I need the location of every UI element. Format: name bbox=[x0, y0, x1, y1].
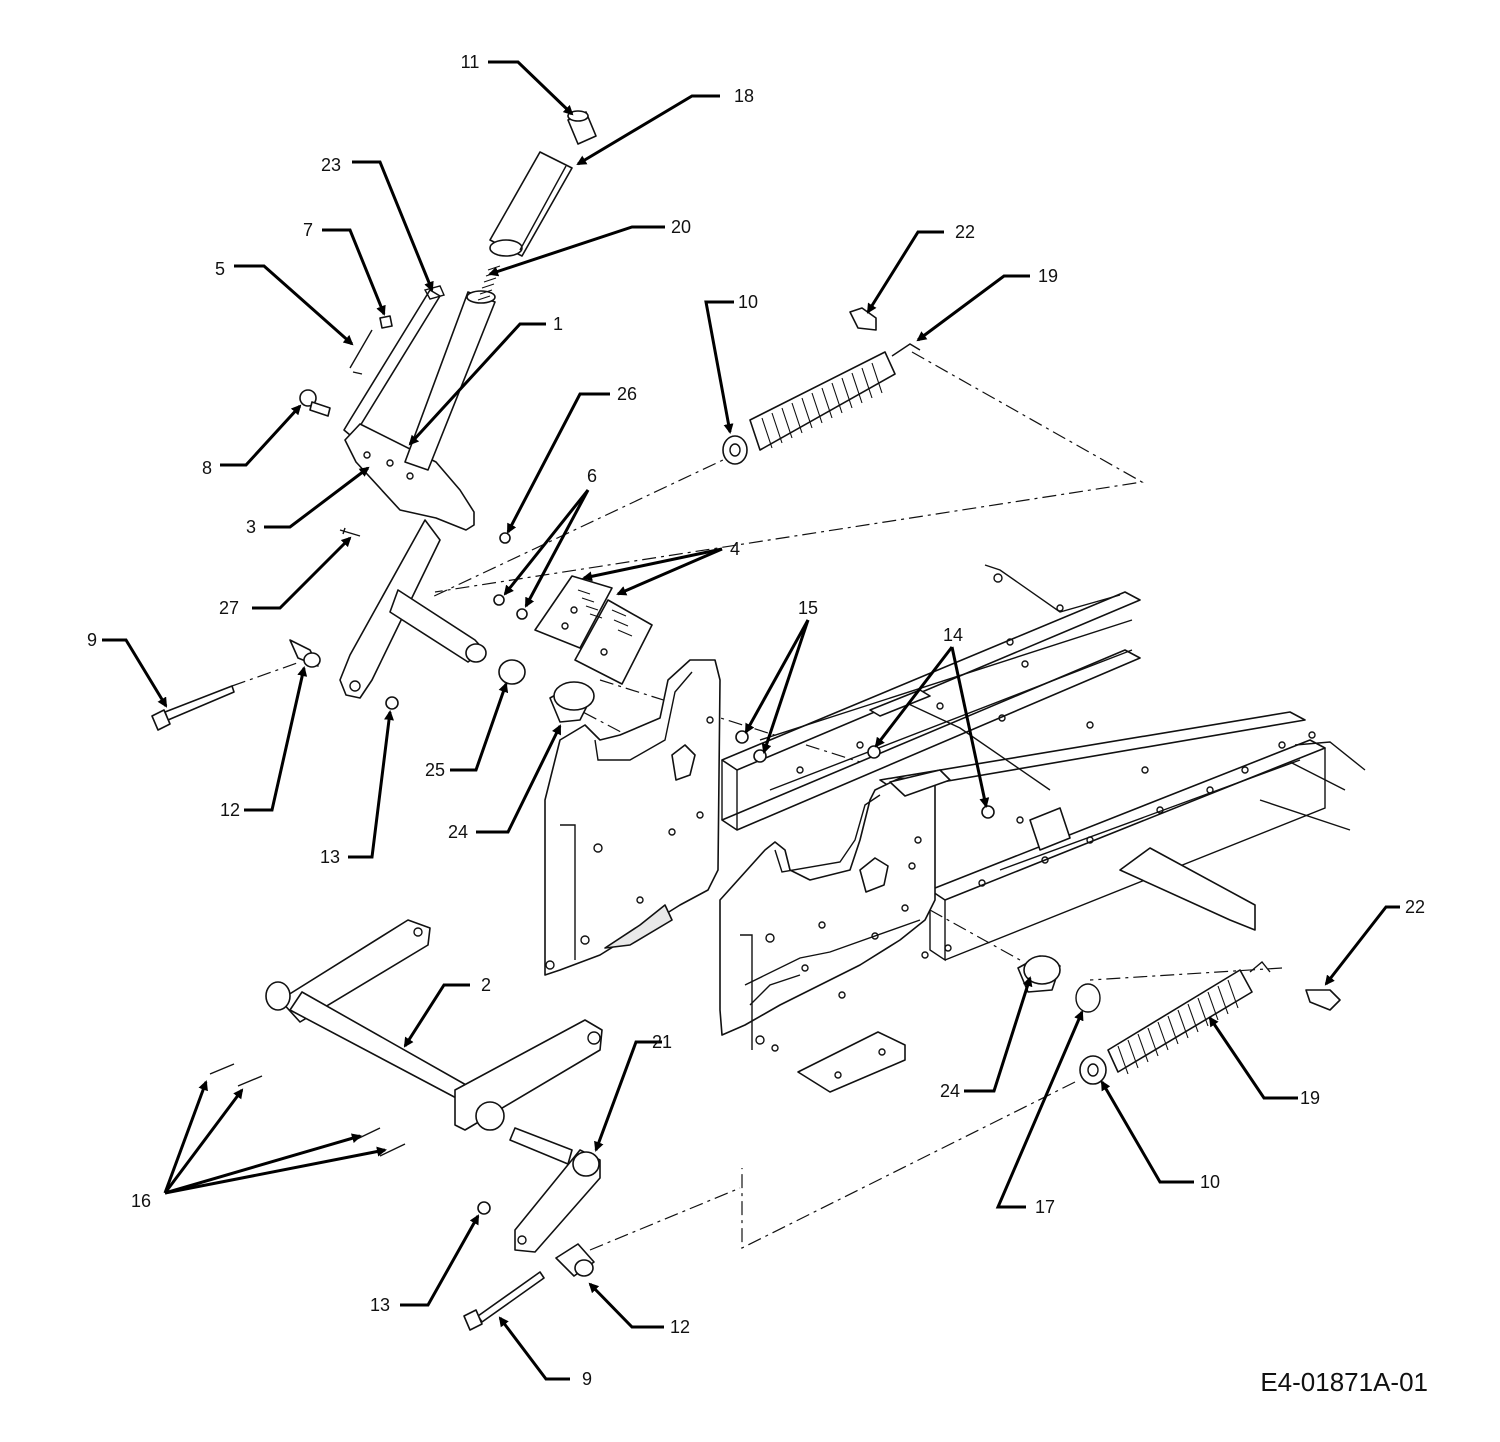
pin-27 bbox=[339, 527, 361, 537]
diagram-code: E4-01871A-01 bbox=[1260, 1367, 1428, 1397]
callout-15: 15 bbox=[797, 598, 819, 618]
nut-14b bbox=[981, 805, 995, 819]
lift-shaft-lower bbox=[265, 919, 603, 1131]
callout-25: 25 bbox=[424, 760, 446, 780]
callout-19-lower: 19 bbox=[1299, 1088, 1321, 1108]
callout-1: 1 bbox=[552, 314, 564, 334]
callout-12-lower: 12 bbox=[669, 1317, 691, 1337]
screw-6a bbox=[493, 594, 505, 606]
centerlines bbox=[231, 351, 1283, 1251]
nut-15a bbox=[735, 730, 749, 744]
tractor-frame bbox=[721, 564, 1366, 962]
nut-14a bbox=[867, 745, 881, 759]
bearing-24-upper bbox=[549, 681, 595, 723]
callout-18: 18 bbox=[733, 86, 755, 106]
callout-21: 21 bbox=[651, 1032, 673, 1052]
handle-rod bbox=[423, 285, 445, 300]
side-plate-right bbox=[719, 769, 951, 1093]
callout-9-upper: 9 bbox=[86, 630, 98, 650]
leader-lines bbox=[102, 60, 1400, 1381]
callout-17: 17 bbox=[1034, 1197, 1056, 1217]
callout-3: 3 bbox=[245, 517, 257, 537]
handle-grip bbox=[489, 151, 573, 257]
callout-24-lower: 24 bbox=[939, 1081, 961, 1101]
callout-27: 27 bbox=[218, 598, 240, 618]
callout-6: 6 bbox=[586, 466, 598, 486]
link-21 bbox=[509, 1127, 601, 1253]
knob-8 bbox=[299, 389, 331, 417]
callout-8: 8 bbox=[201, 458, 213, 478]
callout-2: 2 bbox=[480, 975, 492, 995]
clip-17 bbox=[1075, 983, 1101, 1013]
nut-13-upper bbox=[385, 696, 399, 710]
callout-10-lower: 10 bbox=[1199, 1172, 1221, 1192]
bearing-24-lower bbox=[1017, 955, 1061, 993]
callout-13-upper: 13 bbox=[319, 847, 341, 867]
callout-13-lower: 13 bbox=[369, 1295, 391, 1315]
bolt-9-lower bbox=[463, 1271, 545, 1331]
pin-5 bbox=[349, 329, 373, 375]
callout-7: 7 bbox=[302, 220, 314, 240]
screw-6b bbox=[516, 608, 528, 620]
callout-26: 26 bbox=[616, 384, 638, 404]
callout-5: 5 bbox=[214, 259, 226, 279]
callout-12-upper: 12 bbox=[219, 800, 241, 820]
callout-14: 14 bbox=[942, 625, 964, 645]
nut-13-lower bbox=[477, 1201, 491, 1215]
cap-10-lower bbox=[1079, 1055, 1107, 1085]
callout-23: 23 bbox=[320, 155, 342, 175]
callout-4: 4 bbox=[729, 539, 741, 559]
bolt-22-lower bbox=[1305, 989, 1341, 1011]
callout-22-lower: 22 bbox=[1404, 897, 1426, 917]
clip-7 bbox=[379, 315, 393, 329]
callout-16: 16 bbox=[130, 1191, 152, 1211]
bushing-12-lower bbox=[555, 1243, 595, 1277]
nut-26 bbox=[499, 532, 511, 544]
callout-19-upper: 19 bbox=[1037, 266, 1059, 286]
adjust-plates bbox=[534, 575, 653, 685]
callout-20: 20 bbox=[670, 217, 692, 237]
cap-10-upper bbox=[722, 435, 748, 465]
callout-10-upper: 10 bbox=[737, 292, 759, 312]
bolt-22-upper bbox=[849, 307, 877, 331]
small-spring bbox=[477, 265, 501, 301]
callout-22-upper: 22 bbox=[954, 222, 976, 242]
pins-16 bbox=[209, 1063, 406, 1157]
callout-11: 11 bbox=[460, 52, 480, 72]
bolt-9-upper bbox=[151, 685, 235, 731]
callout-9-lower: 9 bbox=[581, 1369, 593, 1389]
side-plate-left bbox=[544, 659, 721, 976]
lift-handle-assembly bbox=[339, 289, 496, 699]
bearing-25 bbox=[498, 659, 526, 685]
callout-24-upper: 24 bbox=[447, 822, 469, 842]
handle-knob bbox=[567, 110, 597, 145]
bushing-12-upper bbox=[289, 639, 321, 668]
spring-19-upper bbox=[749, 343, 921, 451]
spring-19-lower bbox=[1107, 961, 1271, 1075]
